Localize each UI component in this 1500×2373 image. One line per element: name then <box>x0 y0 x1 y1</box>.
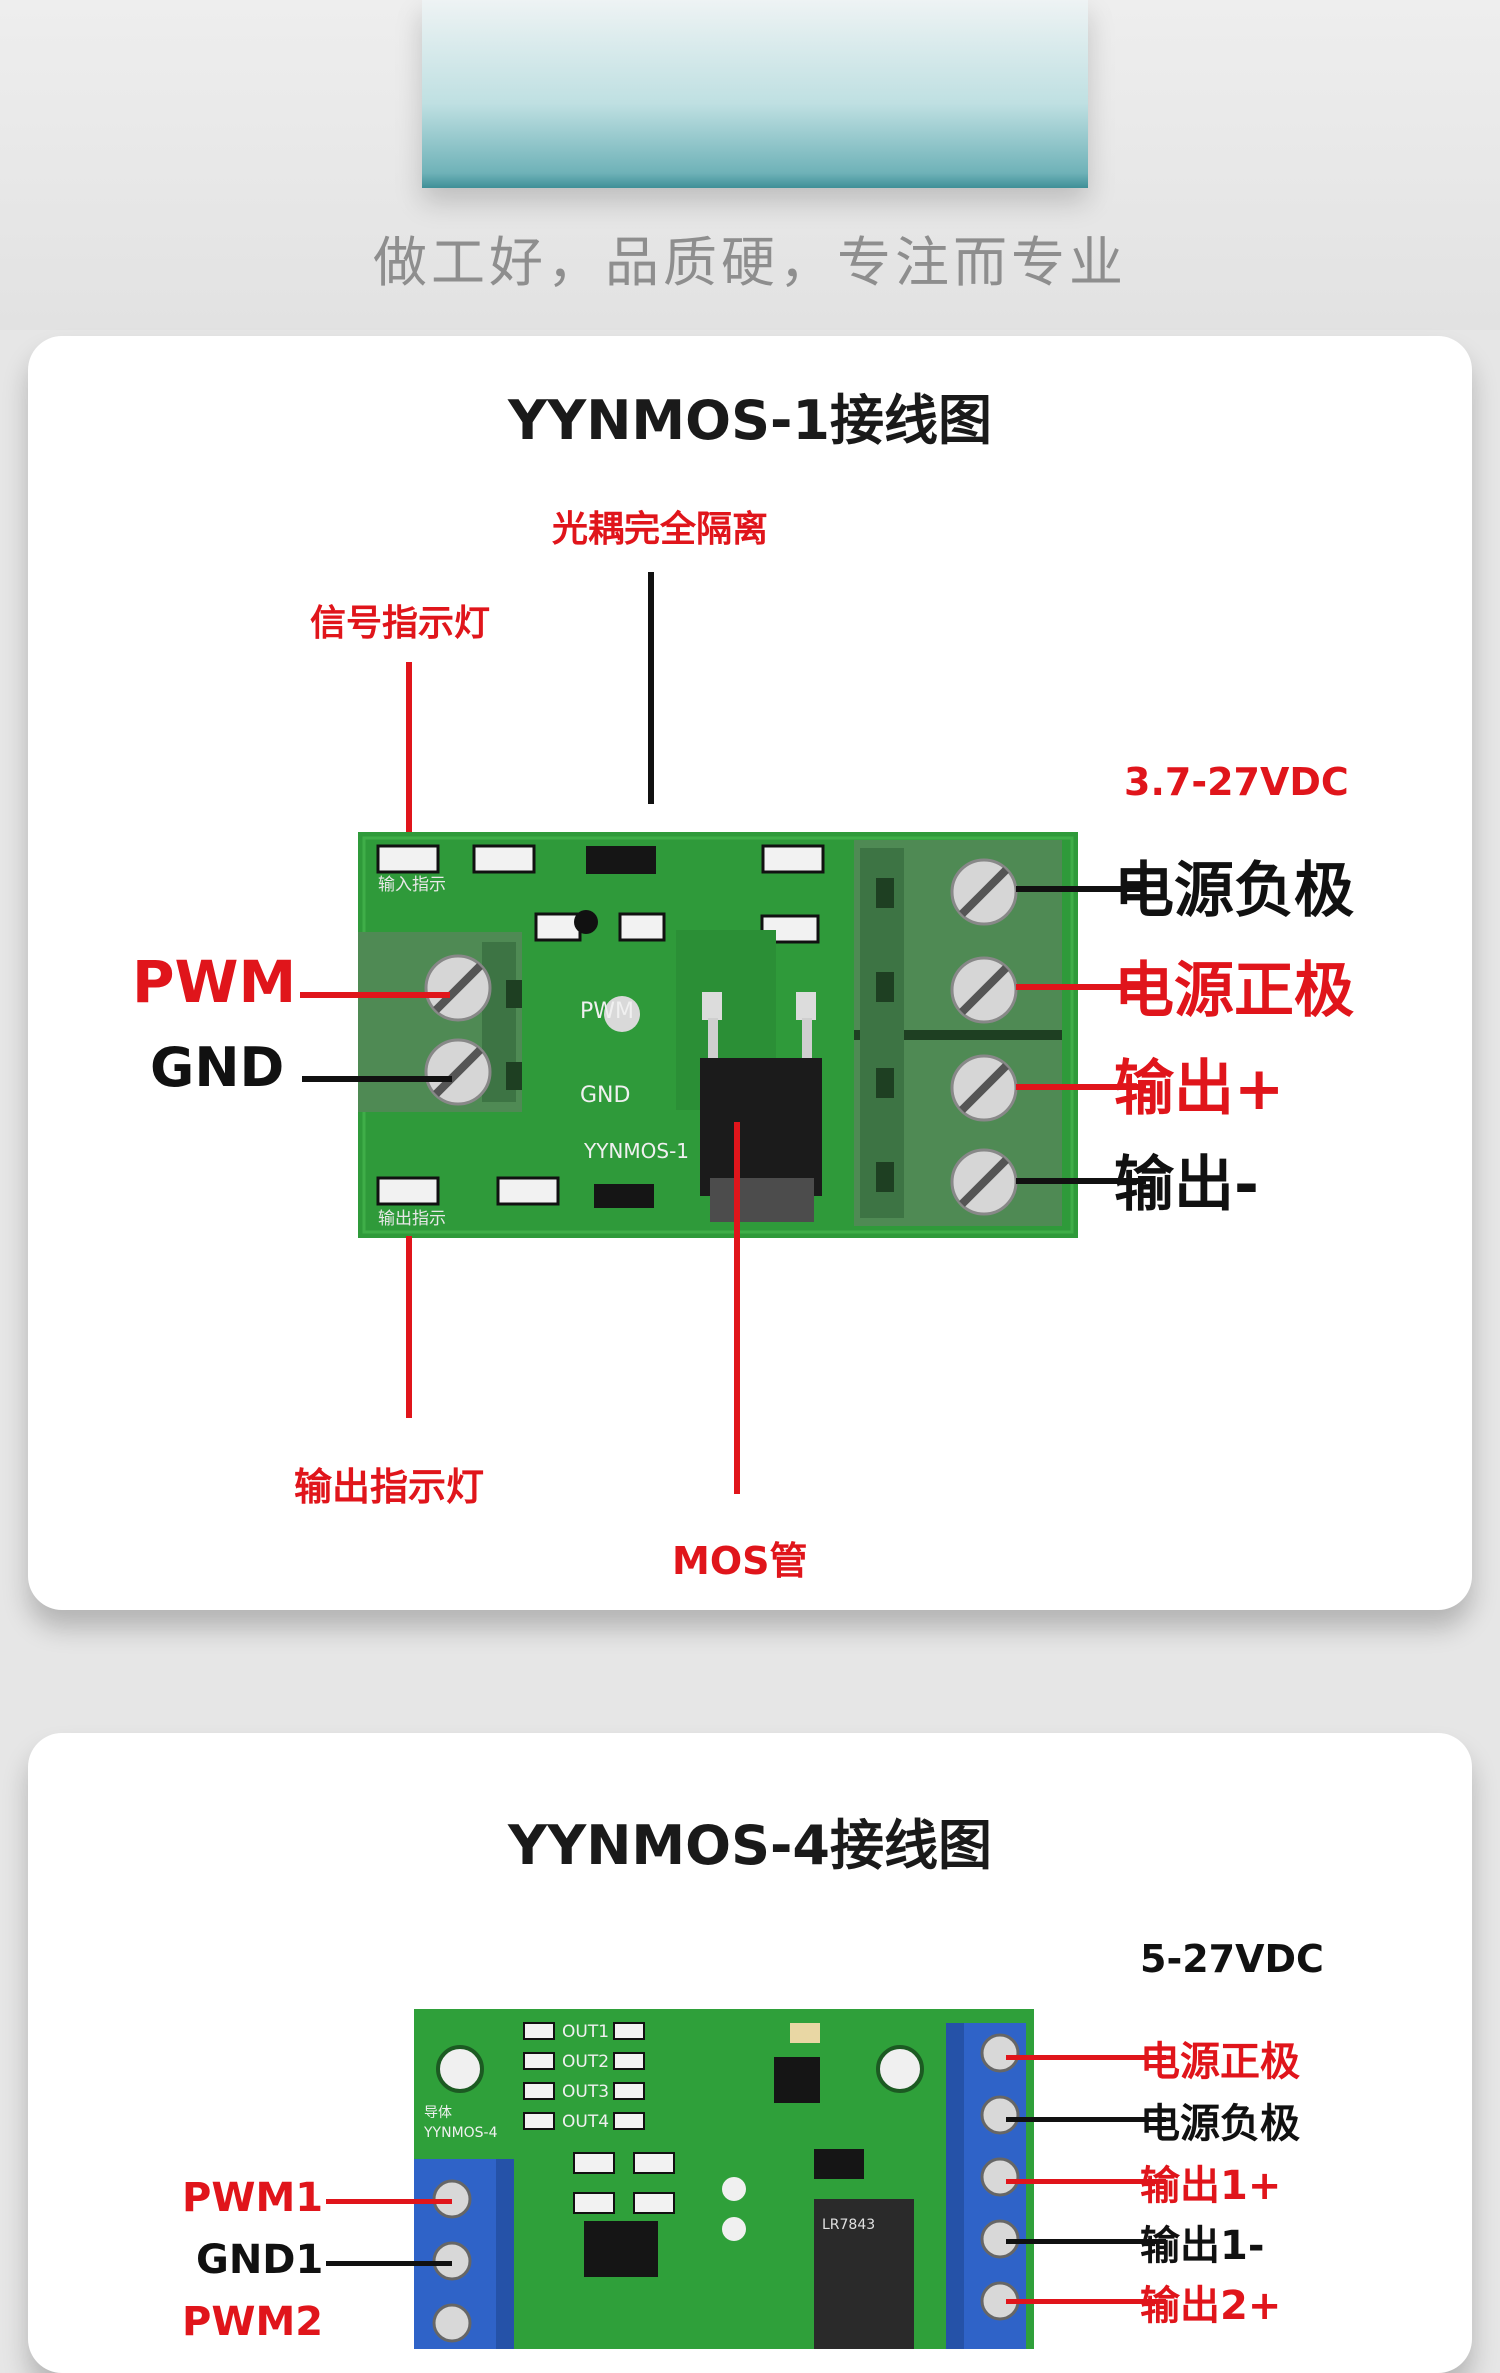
mounting-hole <box>876 2045 924 2093</box>
out1-neg-leader-line <box>1006 2239 1166 2244</box>
silk-out3: OUT3 <box>562 2082 609 2102</box>
capacitor <box>534 912 582 942</box>
pwm-leader-line <box>300 992 450 998</box>
label-out-pos: 输出+ <box>1114 1054 1285 1124</box>
label-optocoupler: 光耦完全隔离 <box>552 509 769 550</box>
silk-out2: OUT2 <box>562 2052 609 2072</box>
label-gnd1: GND1 <box>196 2237 324 2283</box>
card-title: YYNMOS-4接线图 <box>508 1814 992 1877</box>
label-out2-pos: 输出2+ <box>1140 2283 1282 2329</box>
label-mos: MOS管 <box>672 1539 808 1583</box>
silk-output-led: 输出指示 <box>378 1209 446 1229</box>
label-out1-neg: 输出1- <box>1140 2223 1265 2269</box>
pwr-pos-leader-line <box>1016 984 1146 990</box>
mounting-hole <box>604 996 640 1032</box>
regulator-chip <box>774 2057 820 2103</box>
label-output-led: 输出指示灯 <box>294 1465 485 1509</box>
label-pwm: PWM <box>132 948 297 1016</box>
silk-gnd: GND <box>580 1083 630 1108</box>
label-gnd: GND <box>150 1036 285 1099</box>
pwm1-leader-line <box>326 2199 452 2204</box>
screw <box>980 2033 1020 2073</box>
optocoupler-leader-line <box>648 572 654 804</box>
silk-pwm: PWM <box>580 999 634 1024</box>
silk-chip-b: LR7843 <box>822 2217 875 2233</box>
slogan: 做工好，品质硬，专注而专业 <box>373 231 1127 294</box>
label-pwr-neg: 电源负极 <box>1140 2101 1300 2147</box>
mos-leader-line <box>734 1122 740 1494</box>
yynmos-4-board: 导体 YYNMOS-4 OUT1 OUT2 OUT3 OUT4 LR7843 <box>414 2009 1034 2349</box>
silk-model: YYNMOS-1 <box>583 1139 689 1163</box>
input-led <box>376 844 440 874</box>
out-neg-leader-line <box>1016 1178 1146 1184</box>
label-signal-led: 信号指示灯 <box>310 603 491 644</box>
out2-pos-leader-line <box>1006 2299 1166 2304</box>
output-led <box>376 1176 440 1206</box>
screw <box>432 2303 472 2343</box>
silk-out4: OUT4 <box>562 2112 609 2132</box>
silk-leader: 导体 <box>424 2105 452 2121</box>
gnd1-leader-line <box>326 2261 452 2266</box>
label-voltage: 3.7-27VDC <box>1124 760 1349 804</box>
screw <box>980 2157 1020 2197</box>
card-title: YYNMOS-1接线图 <box>508 389 992 452</box>
silk-out1: OUT1 <box>562 2022 609 2042</box>
out-pos-leader-line <box>1016 1084 1146 1090</box>
resistor <box>472 844 536 874</box>
hero-product-image <box>422 0 1088 188</box>
optocoupler-chip <box>586 846 656 874</box>
mounting-hole <box>436 2045 484 2093</box>
pwr-neg-leader-line <box>1006 2117 1166 2122</box>
diode <box>594 1184 654 1208</box>
wiring-card-yynmos-1: YYNMOS-1接线图 光耦完全隔离 信号指示灯 3.7-27VDC 输入指示 … <box>28 336 1472 1610</box>
label-pwr-pos: 电源正极 <box>1114 956 1354 1026</box>
label-out-neg: 输出- <box>1114 1150 1259 1220</box>
label-pwr-pos: 电源正极 <box>1140 2039 1300 2085</box>
signal-led-leader-line <box>406 662 412 838</box>
label-pwm1: PWM1 <box>182 2175 324 2221</box>
gnd-leader-line <box>302 1076 452 1082</box>
label-pwr-neg: 电源负极 <box>1114 856 1354 926</box>
pcb <box>414 2009 1034 2349</box>
capacitor <box>618 912 666 942</box>
output-led-leader-line <box>406 1236 412 1418</box>
resistor <box>761 844 825 874</box>
optocoupler-chip <box>584 2221 658 2277</box>
label-out1-pos: 输出1+ <box>1140 2163 1282 2209</box>
out1-pos-leader-line <box>1006 2179 1166 2184</box>
wiring-card-yynmos-4: YYNMOS-4接线图 5-27VDC 导体 YYNMOS-4 OUT1 OUT… <box>28 1733 1472 2373</box>
pwr-pos-leader-line <box>1006 2055 1166 2060</box>
yynmos-1-board: 输入指示 PWM GND YYNMOS-1 输出指示 <box>358 832 1078 1238</box>
mos-transistor <box>700 1058 822 1196</box>
screw <box>980 2095 1020 2135</box>
label-voltage: 5-27VDC <box>1140 1937 1324 1981</box>
label-pwm2: PWM2 <box>182 2299 324 2345</box>
pwr-neg-leader-line <box>1016 886 1146 892</box>
silk-input-led: 输入指示 <box>378 875 446 895</box>
resistor <box>496 1176 560 1206</box>
silk-model: YYNMOS-4 <box>423 2125 498 2141</box>
